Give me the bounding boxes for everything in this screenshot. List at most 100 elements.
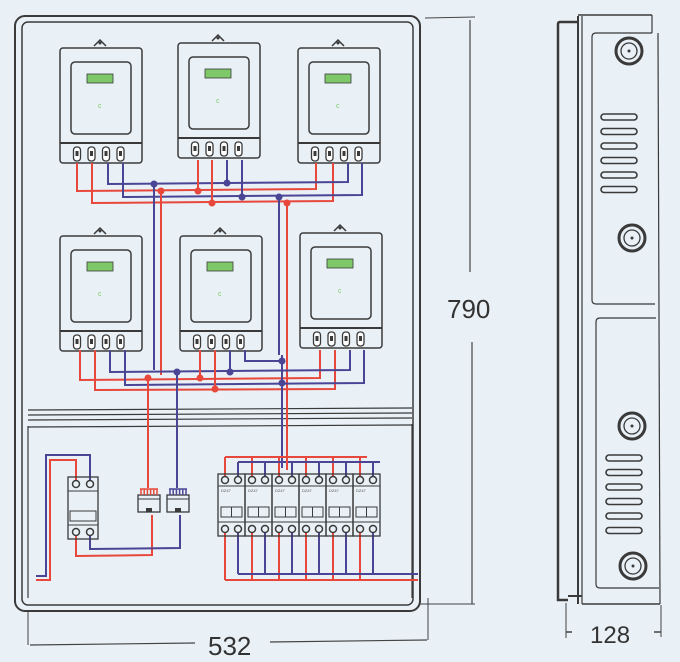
side-vent-slot bbox=[600, 171, 638, 179]
terminal-screw bbox=[314, 475, 324, 485]
meter-terminal-screw bbox=[104, 151, 108, 156]
side-lock-knob bbox=[618, 551, 648, 581]
terminal-screw bbox=[71, 527, 81, 537]
terminal-screw bbox=[233, 475, 243, 485]
side-lock-knob-center bbox=[630, 424, 634, 428]
energy-meter: c bbox=[177, 33, 261, 159]
meter-body bbox=[59, 47, 143, 164]
width-dimension-label: 532 bbox=[208, 631, 251, 661]
meter-window bbox=[310, 246, 372, 320]
side-vent-slot bbox=[600, 156, 638, 165]
side-vent-slot bbox=[600, 127, 638, 136]
meter-hanger bbox=[93, 226, 107, 235]
divider-rail bbox=[27, 412, 413, 416]
meter-terminal-screw bbox=[344, 336, 348, 341]
meter-label: c bbox=[98, 103, 102, 110]
energy-meter: c bbox=[299, 223, 383, 349]
wiring bbox=[36, 160, 418, 581]
meter-display bbox=[204, 68, 232, 79]
terminal-screw bbox=[287, 475, 297, 485]
branch-breaker: DZ47 bbox=[271, 473, 300, 537]
neutral-wire bbox=[89, 515, 181, 551]
terminal-block bbox=[166, 488, 190, 513]
terminal-screw bbox=[85, 479, 95, 489]
side-vent-slot bbox=[605, 512, 643, 520]
height-dimension-label: 790 bbox=[447, 294, 490, 324]
meter-hanger bbox=[331, 38, 345, 47]
terminal-screw bbox=[368, 524, 378, 534]
side-vent-slot bbox=[605, 468, 643, 477]
meter-body bbox=[297, 47, 381, 164]
meter-terminal-screw bbox=[104, 339, 108, 344]
depth-dimension-label: 128 bbox=[590, 622, 630, 649]
wire-junction bbox=[196, 374, 204, 382]
side-lock-knob bbox=[617, 411, 647, 441]
cabinet-outer-frame bbox=[14, 15, 421, 612]
terminal-screw bbox=[301, 524, 311, 534]
wire-junction bbox=[173, 368, 181, 376]
breaker-toggle bbox=[69, 510, 97, 522]
meter-terminal-screw bbox=[224, 339, 228, 344]
divider-rail bbox=[27, 407, 413, 411]
terminal-block-slot bbox=[175, 508, 181, 512]
divider-rail bbox=[27, 424, 413, 428]
meter-hanger bbox=[333, 223, 347, 232]
breaker-label: DZ47 bbox=[275, 488, 286, 493]
meter-window bbox=[188, 56, 250, 130]
meter-window bbox=[190, 249, 252, 323]
terminal-screw bbox=[355, 475, 365, 485]
meter-window bbox=[70, 249, 132, 323]
meter-window bbox=[70, 61, 132, 135]
meter-label: c bbox=[218, 291, 222, 298]
side-lock-knob bbox=[617, 223, 647, 253]
terminal-screw bbox=[341, 524, 351, 534]
live-wire bbox=[36, 459, 77, 581]
wire-junction bbox=[275, 193, 283, 201]
divider-rail bbox=[27, 417, 413, 421]
meter-display bbox=[326, 258, 354, 269]
side-lock-knob-inner bbox=[623, 417, 641, 435]
side-lock-knob-center bbox=[630, 236, 634, 240]
side-vent-slot bbox=[600, 185, 638, 194]
meter-hanger-hole bbox=[336, 41, 340, 45]
meter-terminal-screw bbox=[239, 339, 242, 344]
terminal-screw bbox=[328, 524, 338, 534]
dimension-width: 532 bbox=[27, 598, 429, 661]
meter-terminal-screw bbox=[359, 336, 362, 341]
meter-body bbox=[299, 232, 383, 349]
main-breaker-body bbox=[67, 476, 99, 540]
meter-terminal-screw bbox=[313, 151, 317, 156]
meter-terminal-screw bbox=[330, 336, 333, 341]
meter-display bbox=[324, 73, 352, 84]
meter-terminal-screw bbox=[342, 151, 346, 156]
branch-breaker-body bbox=[352, 473, 381, 537]
meter-terminal-screw bbox=[357, 151, 360, 156]
terminal-block bbox=[137, 488, 161, 513]
meter-terminal-screw bbox=[119, 339, 122, 344]
side-lock-knob-inner bbox=[623, 229, 641, 247]
meter-label: c bbox=[338, 288, 342, 295]
meter-body bbox=[59, 235, 143, 352]
side-lock-knob bbox=[614, 36, 644, 66]
side-vent-slot bbox=[605, 483, 643, 491]
branch-breaker: DZ47 bbox=[352, 473, 381, 537]
meter-terminal-screw bbox=[193, 146, 197, 151]
branch-breaker: DZ47 bbox=[217, 473, 246, 537]
terminal-screw bbox=[274, 475, 284, 485]
meter-terminal-screw bbox=[75, 339, 79, 344]
meter-body bbox=[177, 42, 261, 159]
wire-junction bbox=[278, 379, 286, 387]
meter-terminal-screw bbox=[208, 146, 211, 151]
meter-hanger-hole bbox=[338, 226, 342, 230]
terminal-block-slot bbox=[146, 508, 152, 512]
energy-meter: c bbox=[179, 226, 263, 352]
wire-junction bbox=[223, 179, 231, 187]
terminal-screw bbox=[341, 475, 351, 485]
branch-breaker: DZ47 bbox=[325, 473, 354, 537]
side-lock-knob-center bbox=[631, 564, 635, 568]
meter-label: c bbox=[336, 103, 340, 110]
